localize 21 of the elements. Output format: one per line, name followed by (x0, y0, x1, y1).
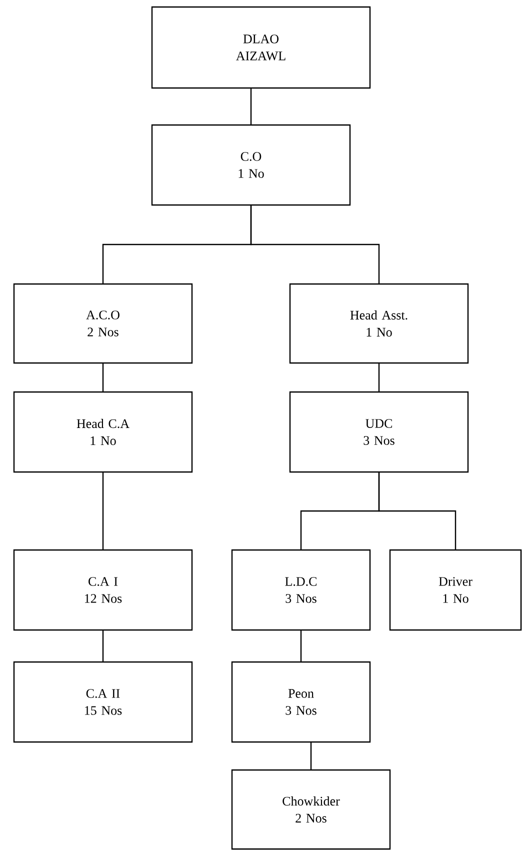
org-box: C.O 1 No (151, 124, 351, 206)
org-box: A.C.O 2 Nos (13, 283, 193, 364)
connector-line (378, 363, 380, 392)
connector-line (250, 205, 380, 284)
org-box: Peon 3 Nos (231, 661, 371, 743)
org-box: Head C.A 1 No (13, 391, 193, 473)
connector-line (102, 363, 104, 392)
org-box: Driver 1 No (389, 549, 522, 631)
connector-line (102, 472, 104, 550)
org-box: Head Asst. 1 No (289, 283, 469, 364)
connector-line (310, 742, 312, 770)
connector-line (102, 630, 104, 662)
connector-line (378, 472, 456, 550)
org-box: UDC 3 Nos (289, 391, 469, 473)
org-box: L.D.C 3 Nos (231, 549, 371, 631)
connector-line (250, 88, 252, 125)
org-box: Chowkider 2 Nos (231, 769, 391, 850)
org-box: DLAO AIZAWL (151, 6, 371, 89)
org-box: C.A II 15 Nos (13, 661, 193, 743)
org-box: C.A I 12 Nos (13, 549, 193, 631)
connector-line (300, 630, 302, 662)
